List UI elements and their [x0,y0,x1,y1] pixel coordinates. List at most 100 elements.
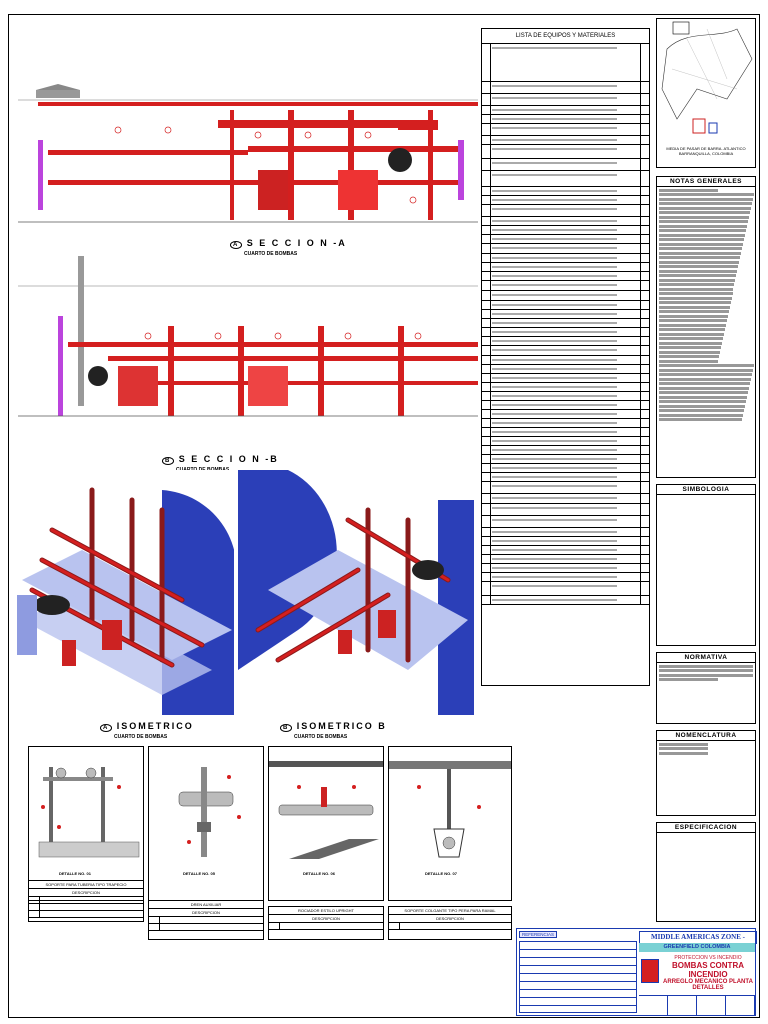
map-caption-2: BARRANQUILLA, COLOMBIA [678,151,734,156]
detail-07-table-title: SOPORTE COLGANTE TIPO PERA PARA RAMAL [389,907,511,915]
section-a-drawing [18,84,478,223]
materials-row [482,437,649,446]
section-a-number: A [230,241,243,249]
materials-row [482,196,649,205]
materials-row [482,205,649,217]
company-logo [641,959,659,983]
detail-05-drawing [178,767,241,857]
materials-row [482,82,649,94]
detail-05: DETALLE NO. 05 [148,746,264,901]
isometric-b-subtitle: CUARTO DE BOMBAS [294,734,348,740]
materials-row [482,281,649,291]
materials-row [482,564,649,573]
materials-row [482,401,649,410]
materials-row [482,516,649,528]
map-drawing [657,19,755,141]
materials-row [482,428,649,437]
materials-list-title: LISTA DE EQUIPOS Y MATERIALES [482,29,649,44]
references-grid [519,941,637,1013]
especificacion: ESPECIFICACION [656,822,756,922]
detail-05-caption: DETALLE NO. 05 [183,871,215,876]
materials-row [482,365,649,374]
detail-06-table: ROCIADOR ESTILO UPRIGHT DESCRIPCION [268,906,384,940]
detail-01-table: SOPORTE PARA TUBERIA TIPO TRAPECIO DESCR… [28,880,144,922]
materials-row [482,235,649,244]
symbology-title: SIMBOLOGIA [657,485,755,495]
materials-row [482,171,649,187]
materials-row [482,419,649,428]
detail-01: DETALLE NO. 01 [28,746,144,901]
materials-row [482,494,649,504]
detail-07-table: SOPORTE COLGANTE TIPO PERA PARA RAMAL DE… [388,906,512,940]
materials-row [482,44,649,82]
materials-row [482,383,649,392]
section-b-number: B [162,457,175,465]
detail-01-table-title: SOPORTE PARA TUBERIA TIPO TRAPECIO [29,881,143,889]
detail-05-table-title: DREN AUXILIAR [149,901,263,909]
location-map: MEDIA DE PASAR DE BARRA. ATLANTICO BARRA… [656,18,756,168]
section-a-subtitle: CUARTO DE BOMBAS [244,251,298,257]
nomenclatura-title: NOMENCLATURA [657,731,755,741]
symbology: SIMBOLOGIA [656,484,756,646]
materials-row [482,124,649,136]
materials-row [482,573,649,582]
nomenclatura: NOMENCLATURA [656,730,756,816]
map-caption-1: MEDIA DE PASAR DE BARRA. ATLANTICO [666,146,746,151]
detail-01-table-header: DESCRIPCION [29,889,143,897]
materials-row [482,301,649,310]
materials-row [482,244,649,254]
section-a-label: S E C C I O N -A [246,238,347,248]
materials-row [482,582,649,596]
isometric-a-drawing [12,470,234,715]
materials-row [482,504,649,516]
materials-row [482,115,649,124]
general-notes-text [657,188,755,421]
general-notes-title: NOTAS GENERALES [657,177,755,187]
section-b-drawing [18,256,478,417]
section-a-title: A S E C C I O N -A CUARTO DE BOMBAS [230,233,347,257]
isometric-a-label: ISOMETRICO [116,721,194,731]
detail-06-table-header: DESCRIPCION [269,915,383,923]
materials-row [482,446,649,455]
materials-row [482,596,649,605]
materials-row [482,356,649,365]
materials-row [482,310,649,319]
detail-07-drawing [389,761,511,858]
project-line-2: BOMBAS CONTRA INCENDIO [672,961,744,979]
project-line-3: ARREGLO MECANICO PLANTA DETALLES [663,979,753,991]
materials-row [482,217,649,226]
sheet-info-grid [639,995,755,1016]
materials-row [482,291,649,301]
materials-row [482,410,649,419]
materials-row [482,136,649,145]
isometric-a-number: A [100,724,113,732]
materials-row [482,272,649,281]
detail-05-table: DREN AUXILIAR DESCRIPCION [148,900,264,940]
isometric-b-title: B ISOMETRICO B CUARTO DE BOMBAS [280,716,387,740]
materials-row [482,94,649,106]
detail-01-caption: DETALLE NO. 01 [59,871,91,876]
detail-07-caption: DETALLE NO. 07 [425,871,457,876]
materials-row [482,473,649,482]
references-block: REFERENCIAS [519,931,637,1015]
materials-rows [482,44,649,605]
isometric-b-number: B [280,724,293,732]
isometric-a-subtitle: CUARTO DE BOMBAS [114,734,168,740]
materials-row [482,528,649,537]
materials-row [482,555,649,564]
normativa: NORMATIVA [656,652,756,724]
site-name: GREENFIELD COLOMBIA [639,943,755,952]
project-line-1: PROTECCION VS INCENDIO [674,955,742,961]
materials-row [482,537,649,546]
especificacion-title: ESPECIFICACION [657,823,755,833]
materials-row [482,455,649,464]
materials-row [482,482,649,494]
detail-06-drawing [269,761,383,859]
materials-row [482,319,649,328]
section-b-label: S E C C I O N -B [178,454,279,464]
isometric-b-label: ISOMETRICO B [296,721,387,731]
materials-row [482,464,649,473]
general-notes: NOTAS GENERALES [656,176,756,478]
materials-row [482,346,649,356]
